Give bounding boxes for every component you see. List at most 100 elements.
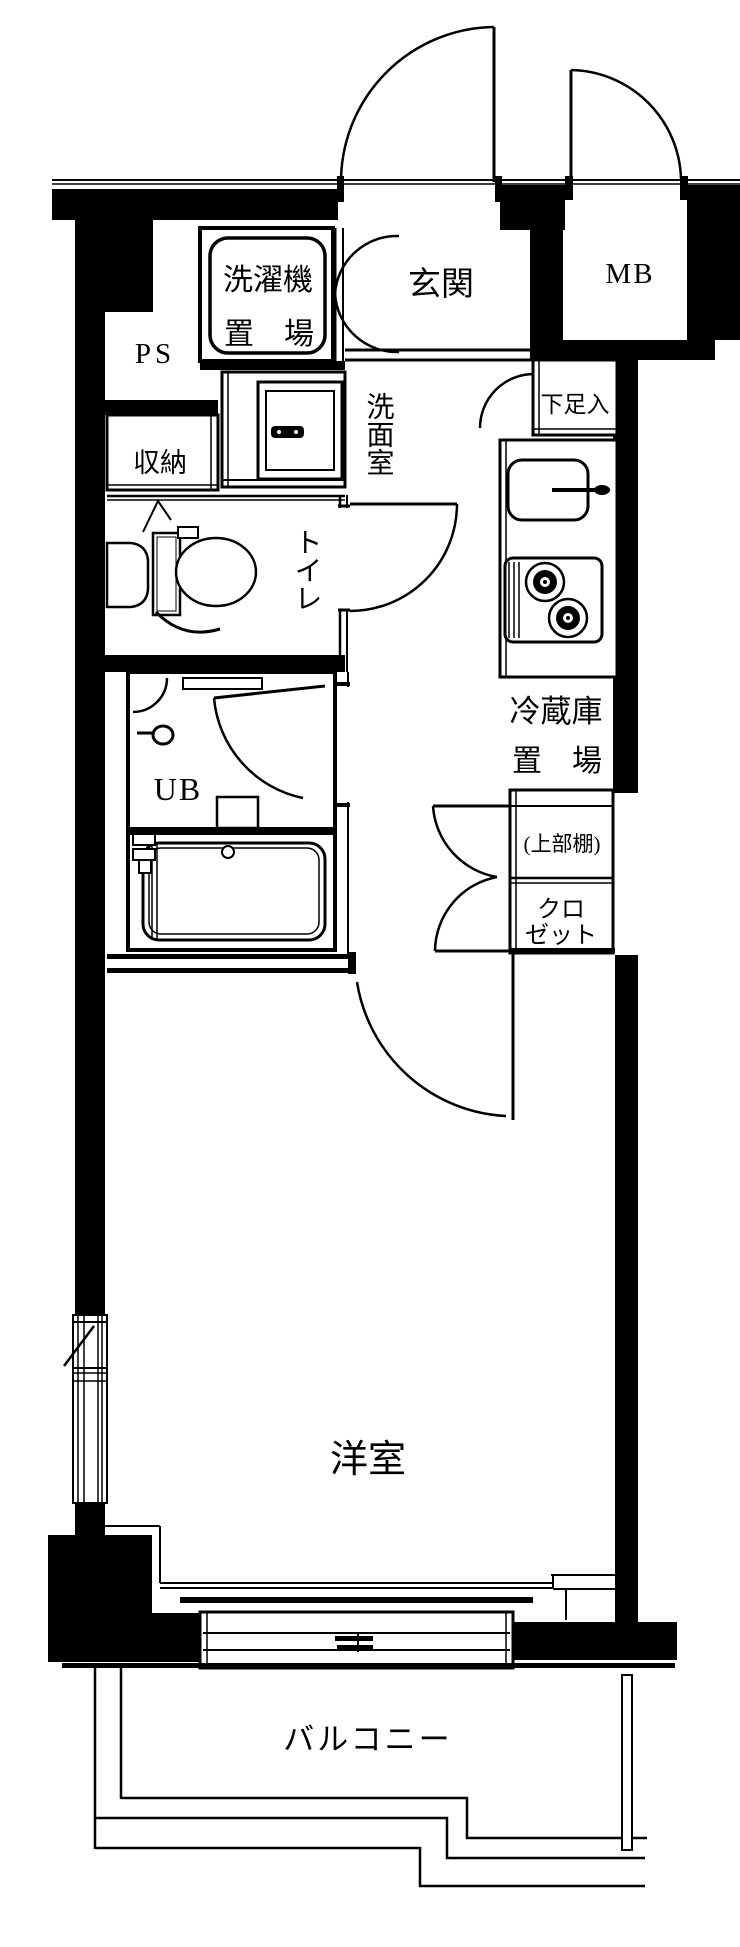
room-top-wall-right xyxy=(510,948,615,953)
vanity-handle-dot xyxy=(294,430,298,434)
wall-right-lower xyxy=(615,955,638,1622)
washroom-door-arc-lower xyxy=(333,293,400,354)
storage-door-mark xyxy=(142,499,172,533)
washer-label-2: 置 場 xyxy=(224,318,314,351)
balcony-label: バルコニー xyxy=(283,1722,452,1757)
fridge-label-2: 置 場 xyxy=(512,745,602,778)
shoe-box-door-arc xyxy=(478,372,534,429)
entrance-door xyxy=(339,25,496,183)
wall-below-window xyxy=(75,1503,105,1540)
wall-top-right xyxy=(687,185,740,340)
room-top-wall xyxy=(107,954,352,959)
unit-bath-label: UB xyxy=(154,771,202,807)
entrance-label: 玄関 xyxy=(408,266,474,303)
bathtub-drain xyxy=(221,845,235,859)
room-door-arc xyxy=(355,981,507,1118)
sliding-door-area xyxy=(62,1525,675,1670)
washroom-label: 洗面室 xyxy=(363,392,394,476)
wall-above-storage xyxy=(100,400,218,415)
door-jamb xyxy=(335,682,350,686)
door-jamb xyxy=(495,176,502,202)
vanity-handle xyxy=(271,426,304,438)
ub-shelf xyxy=(182,677,263,690)
burner-dot xyxy=(566,616,570,620)
ub-divider xyxy=(128,827,335,835)
wall-washer-bottom xyxy=(200,361,345,370)
toilet-tank-inner xyxy=(156,536,177,612)
balcony-partition xyxy=(621,1674,633,1851)
burner-dot xyxy=(543,580,547,584)
outer-wall-face xyxy=(62,1663,675,1668)
bath-tap xyxy=(132,833,156,846)
wall-bottom-left-arm xyxy=(152,1613,203,1662)
ub-door-leaf xyxy=(213,684,326,700)
bathtub-inner xyxy=(148,847,320,935)
wall-bottom-right xyxy=(513,1622,677,1660)
bathtub xyxy=(141,841,327,942)
toilet-door-arc xyxy=(349,503,459,613)
western-room-label: 洋室 xyxy=(330,1439,406,1481)
toilet-label: トイレ xyxy=(291,528,322,612)
ub-door-arc xyxy=(212,697,304,800)
washer-pan xyxy=(208,236,327,355)
ps-label: PS xyxy=(135,338,175,370)
mb-door-arc xyxy=(570,68,683,180)
labels: 洗濯機 置 場 PS 玄関 MB 収納 洗面室 下足入 トイレ 冷蔵庫 置 場 … xyxy=(133,258,654,1757)
closet-label-1: クロ xyxy=(537,897,585,923)
genkan-step xyxy=(345,348,532,362)
sliding-door-handle xyxy=(337,1645,373,1650)
toilet-bowl xyxy=(174,536,258,608)
storage-area xyxy=(105,413,220,492)
closet-door-arc xyxy=(433,875,498,952)
room-top-wall xyxy=(107,968,352,973)
wall-mb-left xyxy=(540,185,563,340)
sliding-door-track xyxy=(180,1597,533,1603)
door-jamb xyxy=(680,176,688,200)
shower-arc xyxy=(132,677,169,714)
wall-mb-bottom xyxy=(540,340,715,360)
shoe-box xyxy=(531,358,619,437)
unit-bath xyxy=(126,670,350,955)
entrance-door-arc xyxy=(339,25,495,183)
shoe-box-label: 下足入 xyxy=(541,392,610,417)
balcony-outline xyxy=(93,1668,647,1888)
shower-head xyxy=(151,724,175,746)
toilet-corner-basin xyxy=(105,541,150,609)
door-jamb xyxy=(348,952,356,974)
wall-ps-bulge xyxy=(75,220,153,312)
door-jamb xyxy=(337,176,344,202)
storage-label: 収納 xyxy=(133,448,187,478)
closet-label-2: ゼット xyxy=(525,922,597,949)
fridge-label-1: 冷蔵庫 xyxy=(510,694,603,729)
balcony-rail-line xyxy=(121,1796,647,1840)
washer-label-1: 洗濯機 xyxy=(223,264,313,297)
ub-drain xyxy=(215,795,260,830)
closet-door-arc xyxy=(431,805,498,879)
upper-shelf-label: (上部棚) xyxy=(524,832,601,856)
wall-left xyxy=(75,190,105,1315)
sliding-door-handle xyxy=(335,1636,373,1641)
door-jamb xyxy=(335,803,350,807)
vanity-handle-dot xyxy=(277,430,281,434)
washroom-door-arc-upper xyxy=(333,234,400,295)
bath-tap xyxy=(132,848,156,861)
washer-area xyxy=(198,226,400,363)
balcony-rail-line xyxy=(95,1816,645,1860)
door-jamb xyxy=(565,176,573,200)
wall-bottom-left-pillar xyxy=(48,1535,152,1662)
left-window xyxy=(63,1314,108,1504)
vanity xyxy=(220,370,347,489)
shoe-box-area xyxy=(478,358,619,437)
storage-box xyxy=(105,413,220,492)
meter-box-label: MB xyxy=(605,258,654,290)
window-swing xyxy=(63,1325,95,1367)
room-entry xyxy=(107,948,615,1120)
top-wall-face-lines xyxy=(52,176,740,202)
toilet-flush-handle xyxy=(177,526,199,539)
walls xyxy=(48,185,740,1662)
meter-box-door xyxy=(569,68,683,183)
balcony-rail-line xyxy=(95,1846,645,1888)
wall-genkan-right xyxy=(530,230,540,360)
